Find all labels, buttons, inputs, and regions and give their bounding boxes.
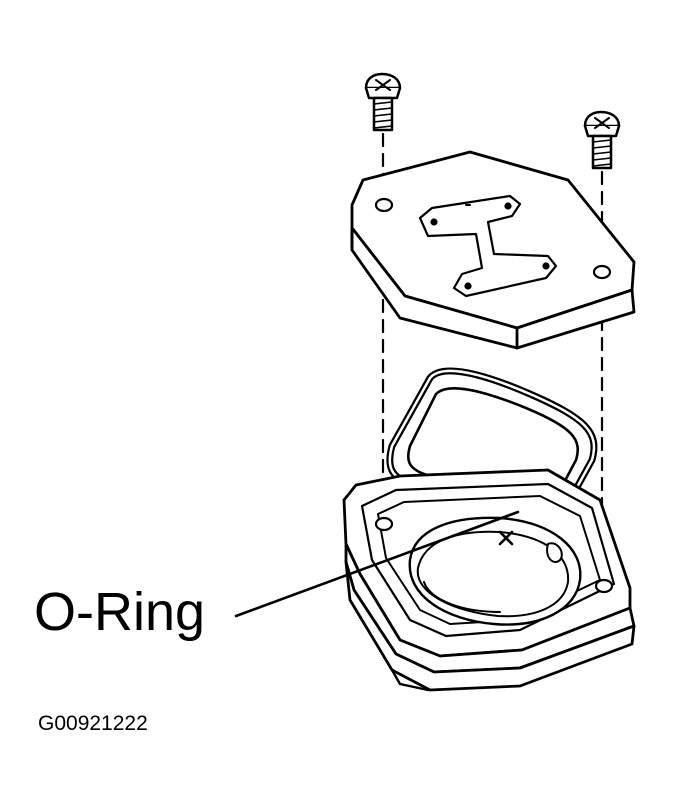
o-ring-callout-label: O-Ring — [34, 582, 206, 642]
screw-right — [583, 110, 621, 170]
o-ring-leader-line — [234, 510, 520, 618]
figure-id-label: G00921222 — [38, 712, 148, 735]
screw-left — [364, 72, 402, 132]
cover-plate — [350, 150, 636, 350]
housing-base — [342, 468, 636, 692]
